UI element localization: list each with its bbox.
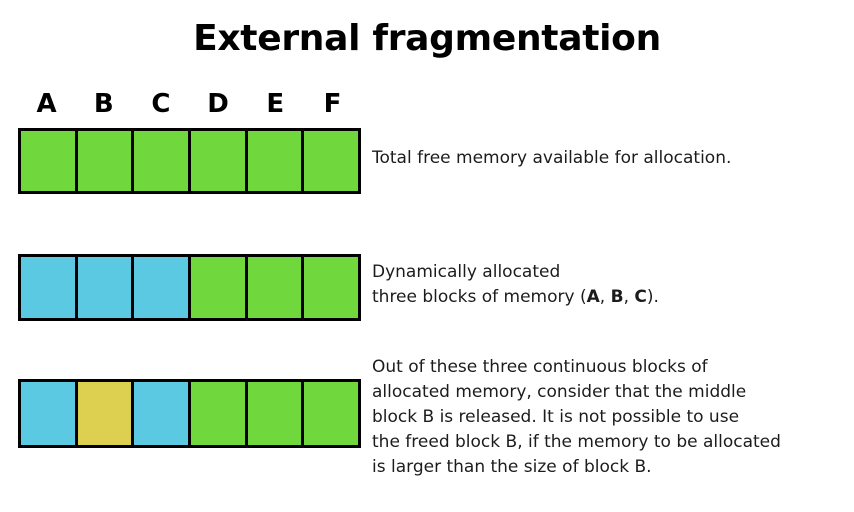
block-label-c: C (634, 287, 647, 307)
column-label-f: F (323, 89, 342, 119)
description-line-2-post: ). (646, 287, 659, 307)
column-label-b: B (93, 89, 114, 119)
memory-cell (21, 382, 78, 445)
memory-cell (134, 382, 192, 445)
memory-cell (304, 131, 359, 191)
memory-cell (304, 382, 359, 445)
memory-cell (21, 257, 78, 318)
column-label-d: D (207, 89, 229, 119)
block-label-b: B (610, 287, 624, 307)
memory-cell (77, 382, 135, 445)
column-label-strip: A B C D E F (18, 89, 361, 119)
column-label-a: A (36, 89, 57, 119)
description-separator: , (599, 287, 611, 307)
column-label-c: C (151, 89, 171, 119)
column-label-e: E (266, 89, 285, 119)
memory-cell (191, 257, 248, 318)
memory-row-description: Total free memory available for allocati… (372, 148, 732, 168)
description-line-1: Dynamically allocated (372, 262, 561, 282)
memory-cell (77, 131, 135, 191)
memory-cell (191, 382, 248, 445)
memory-row-description: Out of these three continuous blocks of … (372, 357, 781, 477)
description-line-2-pre: three blocks of memory ( (372, 287, 587, 307)
memory-cell (304, 257, 359, 318)
memory-row-allocated (18, 254, 361, 321)
memory-cell (191, 131, 248, 191)
memory-cell (247, 131, 305, 191)
memory-cell (134, 131, 192, 191)
memory-row-total-free (18, 128, 361, 194)
memory-cell (21, 131, 78, 191)
memory-cell (247, 257, 305, 318)
memory-row-description: Dynamically allocated three blocks of mem… (372, 260, 842, 310)
memory-cell (134, 257, 192, 318)
block-label-a: A (586, 287, 600, 307)
memory-cell (77, 257, 135, 318)
memory-row-fragmented (18, 379, 361, 448)
memory-cell (247, 382, 305, 445)
description-separator: , (623, 287, 635, 307)
page-title: External fragmentation (193, 18, 661, 59)
